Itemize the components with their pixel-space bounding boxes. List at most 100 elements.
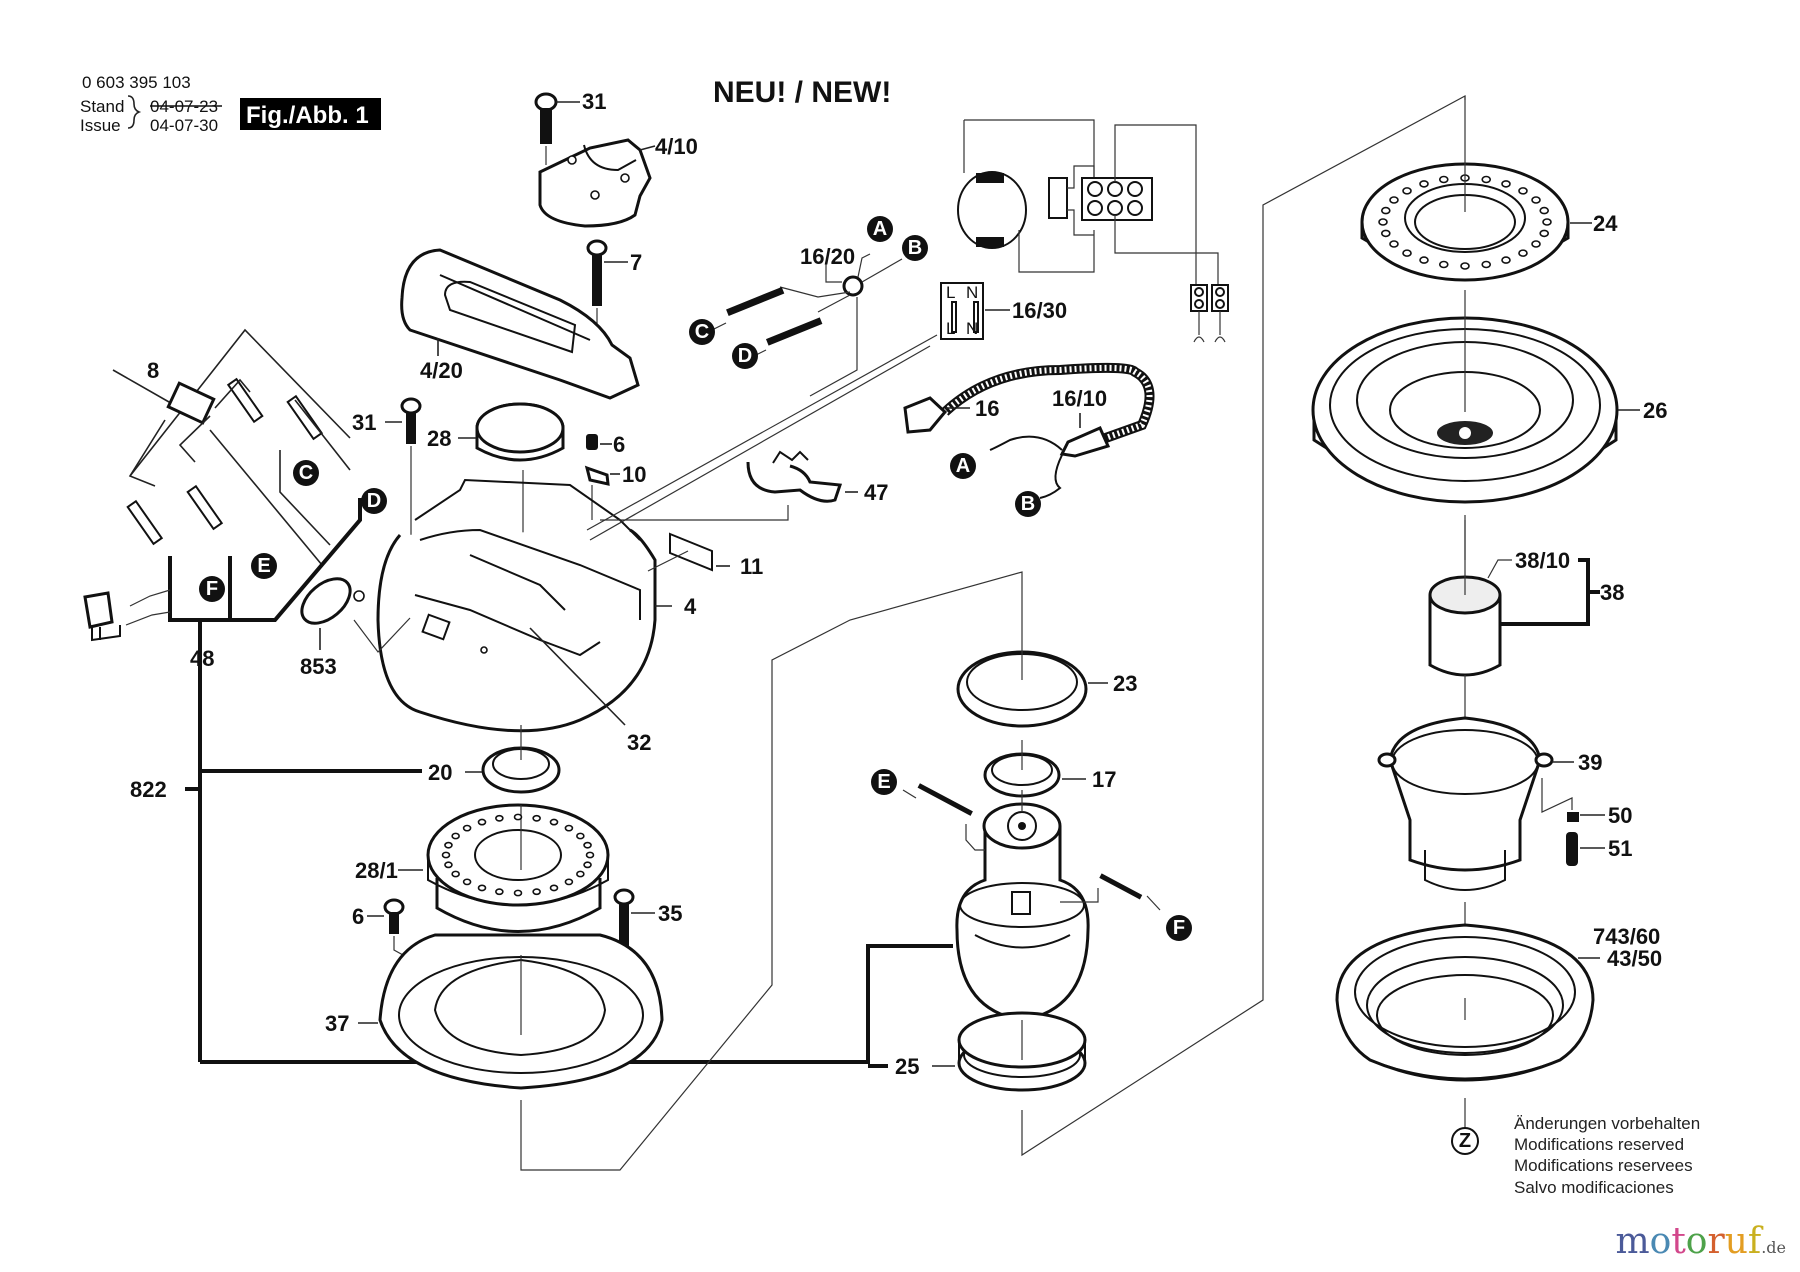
- wiring-harness-48: 8 48: [83, 328, 362, 671]
- callout-51: 51: [1608, 836, 1632, 861]
- callout-20: 20: [428, 760, 452, 785]
- part-flange-28-1: 28/1: [355, 803, 610, 933]
- part-terminal-16-20: 16/20: [711, 244, 903, 397]
- callout-4-20: 4/20: [420, 358, 463, 383]
- part-filter-38-10: 38/10 38: [1428, 520, 1624, 677]
- hole: [583, 861, 592, 869]
- svg-text:A: A: [873, 218, 887, 240]
- svg-text:B: B: [1021, 493, 1035, 515]
- connector-E-motor: E: [871, 769, 897, 795]
- hole: [513, 889, 523, 897]
- logo-suffix: .de: [1761, 1238, 1786, 1257]
- callout-28-1: 28/1: [355, 858, 398, 883]
- hole: [513, 813, 523, 821]
- hole: [444, 861, 453, 869]
- hole: [462, 824, 472, 832]
- part-motor: [902, 783, 1161, 1022]
- callout-743-60: 743/60: [1593, 924, 1660, 949]
- note-line-2: Modifications reserved: [1514, 1135, 1684, 1154]
- switch-bot-l: L: [946, 319, 955, 338]
- callout-38: 38: [1600, 580, 1624, 605]
- callout-4-10: 4/10: [655, 134, 698, 159]
- part-screw-31-housing: 31: [352, 397, 422, 605]
- note-line-4: Salvo modificaciones: [1514, 1178, 1674, 1197]
- connector-B-cord: B: [1015, 491, 1041, 517]
- modification-notes: Änderungen vorbehalten Modifications res…: [1514, 1114, 1700, 1197]
- logo-letter: t: [1671, 1221, 1686, 1262]
- part-number: 0 603 395 103: [82, 73, 191, 92]
- svg-text:A: A: [956, 455, 970, 477]
- part-bowl-743-60: 743/60 43/50: [1335, 902, 1662, 1128]
- logo-letter: o: [1685, 1221, 1708, 1262]
- bracket-brace: [127, 95, 142, 129]
- connector-A-plug: A: [867, 216, 893, 242]
- svg-text:B: B: [908, 237, 922, 259]
- callout-47: 47: [864, 480, 888, 505]
- part-clip-853: 853: [300, 577, 411, 679]
- hole: [1419, 180, 1429, 188]
- callout-39: 39: [1578, 750, 1602, 775]
- hole: [451, 832, 460, 840]
- callout-16-10: 16/10: [1052, 386, 1107, 411]
- callout-31-housing: 31: [352, 410, 376, 435]
- part-screw-6-top: 6: [586, 432, 625, 457]
- hole: [532, 888, 541, 896]
- part-housing-4: 4 32: [376, 478, 697, 755]
- part-label-11: 11: [647, 532, 763, 579]
- connector-E-harness: F: [199, 576, 225, 602]
- hole: [585, 851, 595, 859]
- hole: [564, 824, 574, 832]
- hole: [1389, 196, 1399, 204]
- new-banner: NEU! / NEW!: [713, 76, 891, 109]
- part-switch-16-30: L N L N 16/30: [586, 282, 1067, 541]
- connector-C-harness: E: [251, 553, 277, 579]
- part-power-cord-16: 16 16/10: [903, 362, 1155, 499]
- callout-26: 26: [1643, 398, 1667, 423]
- wiring-schematic: [957, 119, 1229, 343]
- callout-11: 11: [740, 554, 763, 579]
- figure-label: Fig./Abb. 1: [246, 102, 369, 129]
- issue-date: 04-07-30: [150, 116, 218, 135]
- hole: [1518, 249, 1528, 257]
- svg-text:F: F: [206, 578, 218, 600]
- svg-text:C: C: [695, 321, 709, 343]
- connector-B-plug: B: [902, 235, 928, 261]
- hole: [1501, 256, 1511, 264]
- note-line-3: Modifications reservees: [1514, 1156, 1693, 1175]
- hole: [1460, 262, 1470, 270]
- part-ring-24: 24: [1360, 96, 1618, 282]
- hole: [451, 870, 460, 878]
- callout-16-20: 16/20: [800, 244, 855, 269]
- connector-D-plug: D: [732, 343, 758, 369]
- hole: [441, 851, 451, 859]
- hole: [1402, 249, 1412, 257]
- part-handle-4-20: 4/20: [400, 248, 640, 400]
- hole: [477, 818, 487, 826]
- hole: [532, 814, 541, 822]
- part-housing-26: 26: [1311, 290, 1667, 560]
- hole: [495, 814, 504, 822]
- hole: [1531, 196, 1541, 204]
- svg-text:E: E: [257, 555, 270, 577]
- hole: [1380, 229, 1391, 238]
- logo-wordmark: motoruf: [1615, 1221, 1761, 1262]
- part-screw-31-top: 31: [534, 89, 606, 165]
- part-seal-20: 20: [428, 725, 561, 794]
- svg-text:Z: Z: [1459, 1130, 1471, 1152]
- callout-23: 23: [1113, 671, 1137, 696]
- connector-F-harness: D: [361, 488, 387, 514]
- hole: [1539, 229, 1550, 238]
- part-base-37: 37: [325, 571, 1023, 1171]
- hole: [462, 878, 472, 886]
- callout-48: 48: [190, 646, 214, 671]
- connector-F-motor: F: [1166, 915, 1192, 941]
- motoruf-logo[interactable]: motoruf.de: [1615, 1221, 1786, 1262]
- hole: [444, 841, 453, 849]
- header-block: 0 603 395 103 Stand Issue 04-07-23 04-07…: [80, 73, 891, 135]
- callout-4: 4: [684, 594, 697, 619]
- flange-holes: [441, 813, 595, 897]
- ring-24-holes: [1378, 174, 1552, 270]
- part-seal-23: 23: [956, 589, 1137, 728]
- callout-28: 28: [427, 426, 451, 451]
